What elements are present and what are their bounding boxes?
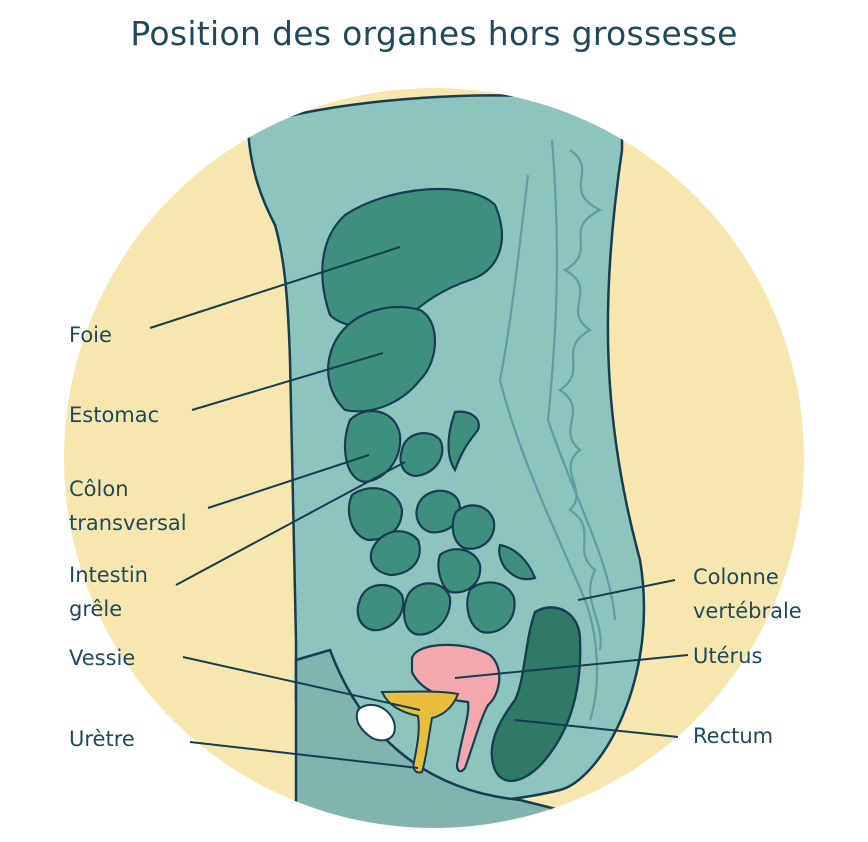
label-estomac: Estomac [69, 403, 160, 427]
stomach [327, 305, 437, 413]
label-colonne-vertebrale: Colonne vertébrale [693, 565, 802, 623]
rectum [490, 606, 582, 782]
leader-intestin [175, 461, 406, 586]
leader-uterus [454, 654, 689, 679]
leader-colon [207, 454, 370, 509]
small-intestine [356, 410, 537, 636]
diagram-title: Position des organes hors grossesse [130, 14, 738, 53]
pubic-bone [355, 703, 396, 742]
liver [321, 187, 503, 328]
leader-colonne [577, 579, 676, 601]
leader-vessie [182, 656, 421, 711]
label-foie: Foie [69, 323, 112, 347]
leader-lines [149, 246, 689, 769]
label-rectum: Rectum [693, 724, 774, 748]
label-uretre: Urètre [69, 727, 135, 751]
leader-uretre [189, 741, 419, 769]
label-intestin-grele: Intestin grêle [69, 563, 148, 621]
leader-foie [149, 246, 401, 329]
bladder [380, 690, 460, 774]
label-colon-transversal: Côlon transversal [69, 477, 187, 535]
label-vessie: Vessie [69, 646, 136, 670]
leader-estomac [191, 352, 384, 411]
leader-rectum [514, 719, 679, 738]
label-uterus: Utérus [693, 644, 763, 668]
spine [498, 139, 617, 721]
